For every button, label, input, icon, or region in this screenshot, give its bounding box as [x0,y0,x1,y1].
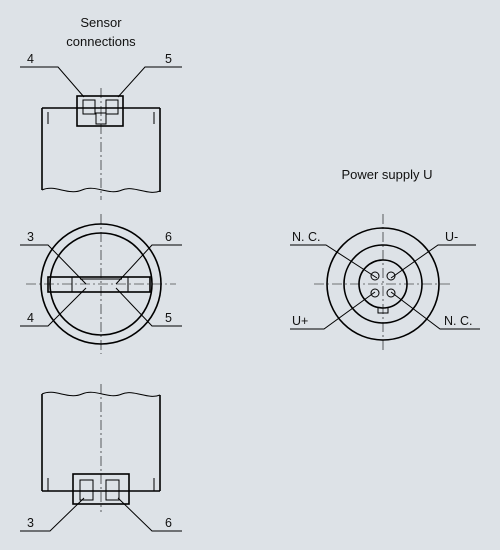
label-mid-top-right: 6 [165,230,172,244]
label-bottom-left: 3 [27,516,34,530]
label-mid-bottom-left: 4 [27,311,34,325]
leader-top-left [20,66,85,98]
label-mid-bottom-right: 5 [165,311,172,325]
label-mid-top-left: 3 [27,230,34,244]
leader-mid-top-right [115,244,182,285]
label-power-bottom-left: U+ [292,314,308,328]
sensor-title-line1: Sensor [80,15,122,30]
label-top-right: 5 [165,52,172,66]
leader-mid-bottom-right [115,287,182,327]
sensor-side-view-bottom [41,384,161,512]
leader-power-bottom-right [390,291,480,330]
sensor-side-view-top [41,88,161,200]
label-power-top-left: N. C. [292,230,320,244]
leader-mid-bottom-left [20,287,87,327]
leader-power-top-right [390,244,476,279]
leader-top-right [117,66,182,98]
leader-bottom-left [20,497,85,532]
sensor-title-line2: connections [66,34,136,49]
label-power-top-right: U- [445,230,458,244]
label-bottom-right: 6 [165,516,172,530]
leader-mid-top-left [20,244,87,285]
power-connector [314,214,452,352]
label-top-left: 4 [27,52,34,66]
sensor-end-view [26,214,176,354]
label-power-bottom-right: N. C. [444,314,472,328]
leader-bottom-right [117,497,182,532]
leader-power-top-left [290,244,378,279]
leader-power-bottom-left [290,291,376,330]
power-supply-title: Power supply U [341,167,432,182]
